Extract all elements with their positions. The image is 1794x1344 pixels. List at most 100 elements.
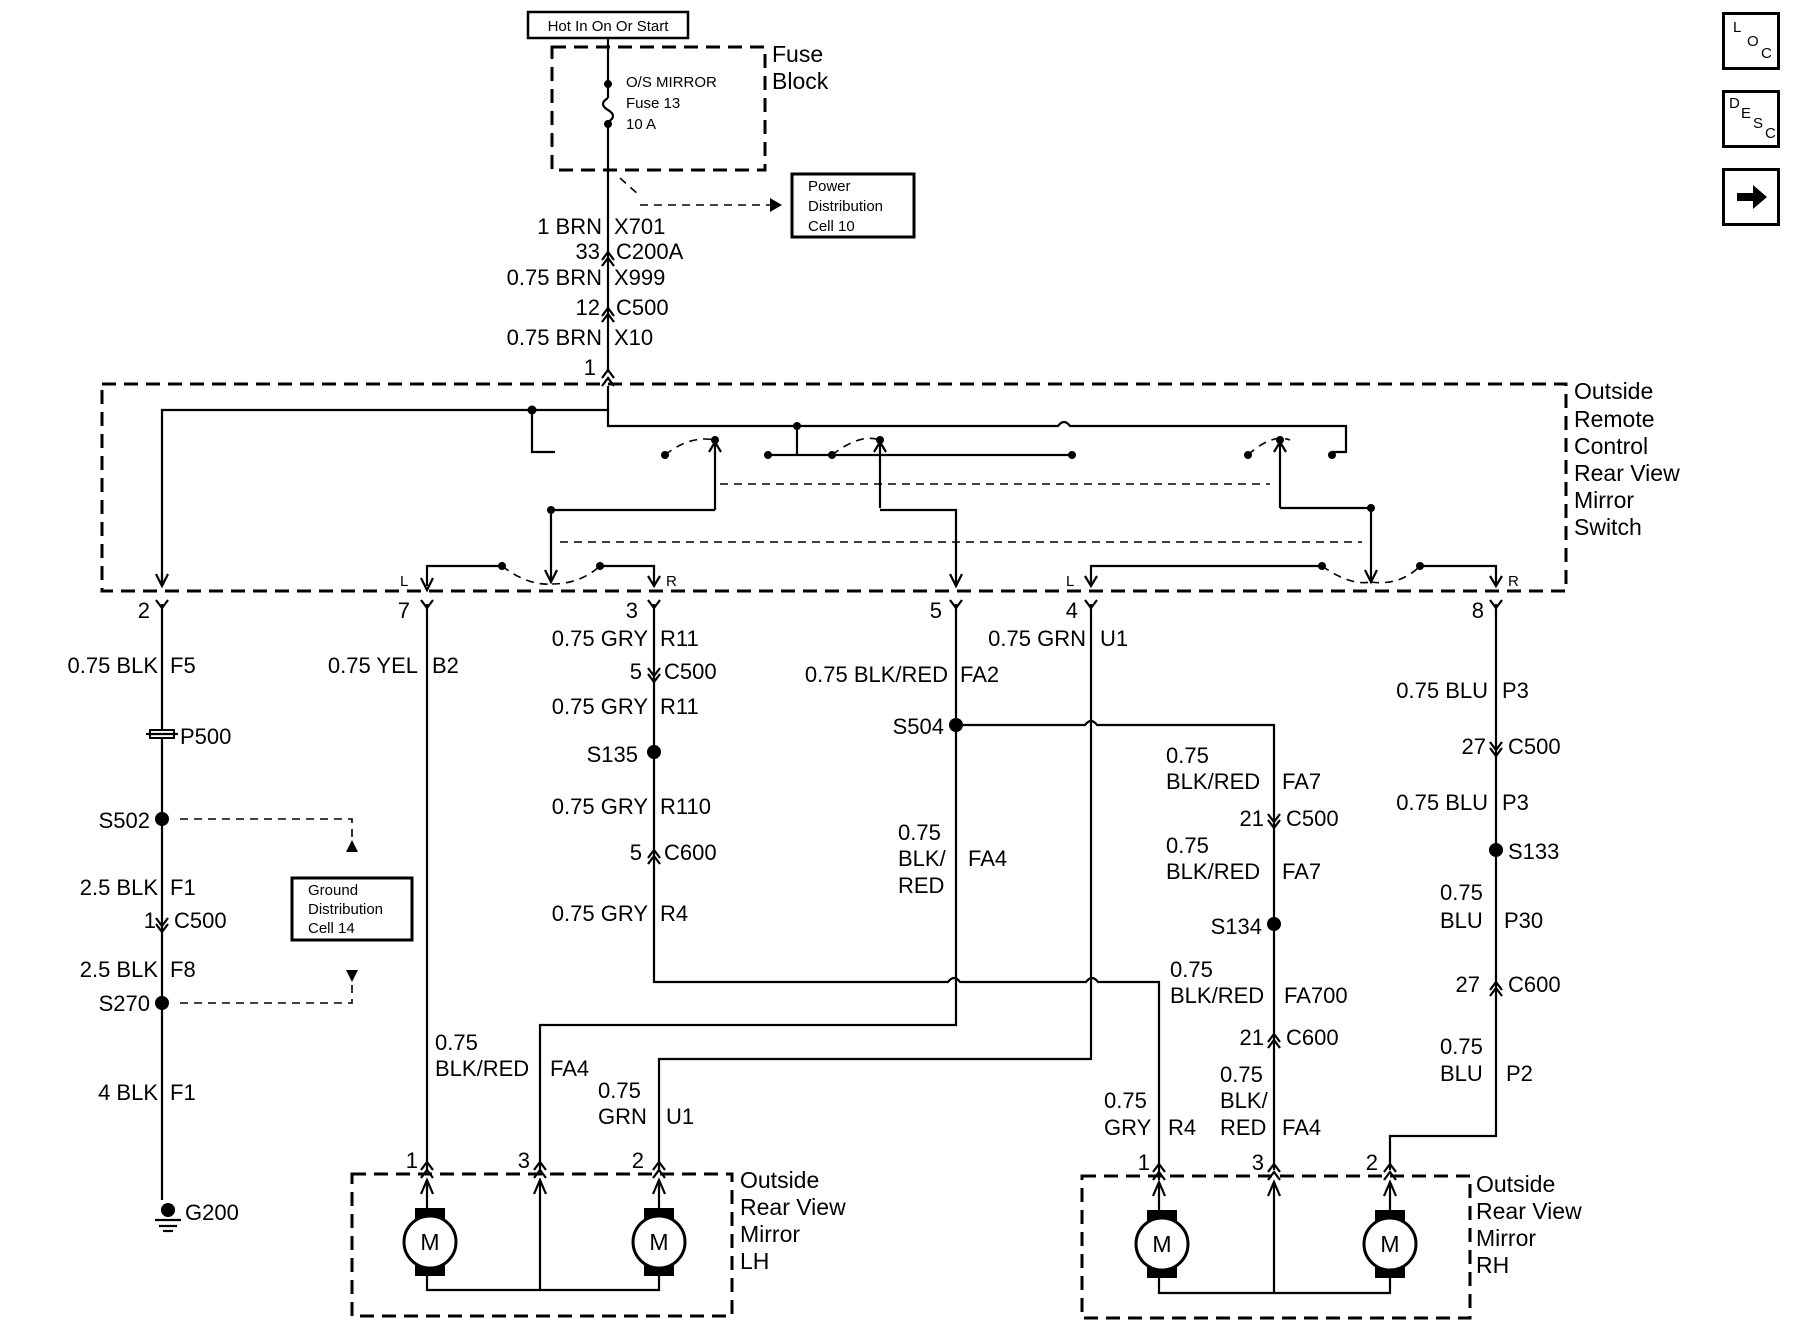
wire-label-2: BLU: [1440, 1061, 1483, 1086]
switch-label-6: Switch: [1574, 514, 1642, 540]
pin-label: 3: [1252, 1150, 1264, 1175]
hot-in-on-start-label: Hot In On Or Start: [548, 18, 670, 35]
wire-label-2: BLK/: [1220, 1088, 1269, 1113]
mirror-rh: 0.75 GRY R4 1 3 2 Outside Rear View Mirr…: [1080, 1088, 1582, 1320]
circuit-label: F1: [170, 1080, 196, 1105]
circuit-label: F1: [170, 875, 196, 900]
connector-label: C500: [1286, 806, 1339, 831]
connector-symbol: [601, 306, 615, 323]
ground-distribution-label-1: Ground: [308, 882, 358, 899]
location-letter: C: [1761, 45, 1772, 62]
splice-s270: [155, 996, 169, 1010]
connector-symbol: [647, 848, 661, 865]
wire-label: 0.75 BRN: [507, 265, 602, 290]
fuse-block-label-1: Fuse: [772, 41, 823, 67]
next-page-button[interactable]: [1722, 168, 1780, 226]
location-letter: L: [1733, 19, 1742, 36]
pin-label: 3: [518, 1148, 530, 1173]
wire-label: 0.75 YEL: [328, 653, 418, 678]
pin-8: 8: [1472, 598, 1484, 623]
wire-label: 2.5 BLK: [80, 957, 159, 982]
splice-s502: [155, 812, 169, 826]
connector-pin: 12: [576, 295, 600, 320]
switch-left-r: R: [666, 573, 677, 590]
wire-label: 0.75 GRN: [988, 626, 1086, 651]
arrow-right-icon: [770, 198, 782, 212]
connector-label: C500: [1508, 734, 1561, 759]
power-distribution-label-1: Power: [808, 178, 851, 195]
wire-label-1: 0.75: [898, 820, 941, 845]
location-button[interactable]: L O C: [1722, 12, 1780, 70]
connector-label: C500: [616, 295, 669, 320]
switch-label-1: Outside: [1574, 378, 1653, 404]
mirror-lh-label-4: LH: [740, 1248, 769, 1274]
pin-7: 7: [398, 598, 410, 623]
connector-pin: 21: [1240, 1025, 1264, 1050]
connector-label: C600: [1508, 972, 1561, 997]
wire-label-2: BLK/RED: [435, 1056, 529, 1081]
description-button[interactable]: D E S C: [1722, 90, 1780, 148]
wire-label-2: GRY: [1104, 1115, 1152, 1140]
splice-label: S504: [893, 714, 944, 739]
circuit-label: R4: [660, 901, 688, 926]
switch-right-l: L: [1066, 573, 1074, 590]
wire-label-1: 0.75: [1440, 880, 1483, 905]
mirror-lh: 0.75 BLK/RED FA4 0.75 GRN U1 1 3 2 Outsi…: [350, 1030, 846, 1318]
wire-label-1: 0.75: [1104, 1088, 1147, 1113]
circuit-label: X10: [614, 325, 653, 350]
yel-circuit: 0.75 YEL B2: [328, 604, 459, 1170]
connector-label: C500: [664, 659, 717, 684]
wire-label-1: 0.75: [1220, 1062, 1263, 1087]
circuit-label: R4: [1168, 1115, 1196, 1140]
circuit-label: P30: [1504, 908, 1543, 933]
wire-label-2: GRN: [598, 1104, 647, 1129]
ground-distribution-label-2: Distribution: [308, 901, 383, 918]
motor-label: M: [1152, 1231, 1171, 1257]
switch-label-4: Rear View: [1574, 460, 1680, 486]
mirror-lh-label-1: Outside: [740, 1167, 819, 1193]
connector-pin: 5: [630, 659, 642, 684]
arrow-down-icon: [346, 970, 358, 982]
description-letter: S: [1753, 115, 1764, 132]
circuit-label: P3: [1502, 678, 1529, 703]
circuit-label: R11: [660, 694, 699, 719]
switch-label-5: Mirror: [1574, 487, 1634, 513]
connector-symbol: [647, 667, 661, 684]
power-feed: Hot In On Or Start Fuse Block O/S MIRROR…: [507, 10, 916, 387]
connector-pin: 1: [584, 355, 596, 380]
connector-pin: 1: [144, 908, 156, 933]
circuit-label: FA4: [1282, 1115, 1321, 1140]
wire-label-3: RED: [898, 873, 944, 898]
connector-symbol: [1267, 813, 1281, 830]
splice-s504: [949, 718, 963, 732]
wire-label-2: BLK/: [898, 846, 947, 871]
pin-5: 5: [930, 598, 942, 623]
wire-label-1: 0.75: [435, 1030, 478, 1055]
switch-right-r: R: [1508, 573, 1519, 590]
wire-label: 0.75 GRY: [552, 901, 649, 926]
fuse-rating: 10 A: [626, 116, 656, 133]
circuit-label: FA7: [1282, 769, 1321, 794]
wire-label-1: 0.75: [1166, 833, 1209, 858]
connector-pin: 21: [1240, 806, 1264, 831]
wire-label: 0.75 GRY: [552, 694, 649, 719]
circuit-label: X999: [614, 265, 665, 290]
ground-circuit: 0.75 BLK F5 P500 S502 2.5 BLK F1 1 C500 …: [67, 604, 414, 1233]
power-distribution-label-2: Distribution: [808, 198, 883, 215]
motor-label: M: [1380, 1231, 1399, 1257]
pin-label: 1: [406, 1148, 418, 1173]
ground-distribution-link[interactable]: [290, 876, 414, 942]
ground-distribution-label-3: Cell 14: [308, 920, 355, 937]
fuse-icon: [601, 97, 615, 123]
mirror-lh-label-2: Rear View: [740, 1194, 846, 1220]
wire-label: 2.5 BLK: [80, 875, 159, 900]
power-distribution-label-3: Cell 10: [808, 218, 855, 235]
grn-circuit: 0.75 GRN U1: [657, 604, 1128, 1170]
splice-label: S133: [1508, 839, 1559, 864]
gry-circuit-left: 0.75 GRY R11 5 C500 0.75 GRY R11 S135 0.…: [552, 604, 1161, 1170]
power-distribution-link[interactable]: [790, 172, 916, 239]
splice-s135: [647, 745, 661, 759]
fuse-block-label-2: Block: [772, 68, 829, 94]
circuit-label: B2: [432, 653, 459, 678]
circuit-label: FA4: [968, 846, 1007, 871]
